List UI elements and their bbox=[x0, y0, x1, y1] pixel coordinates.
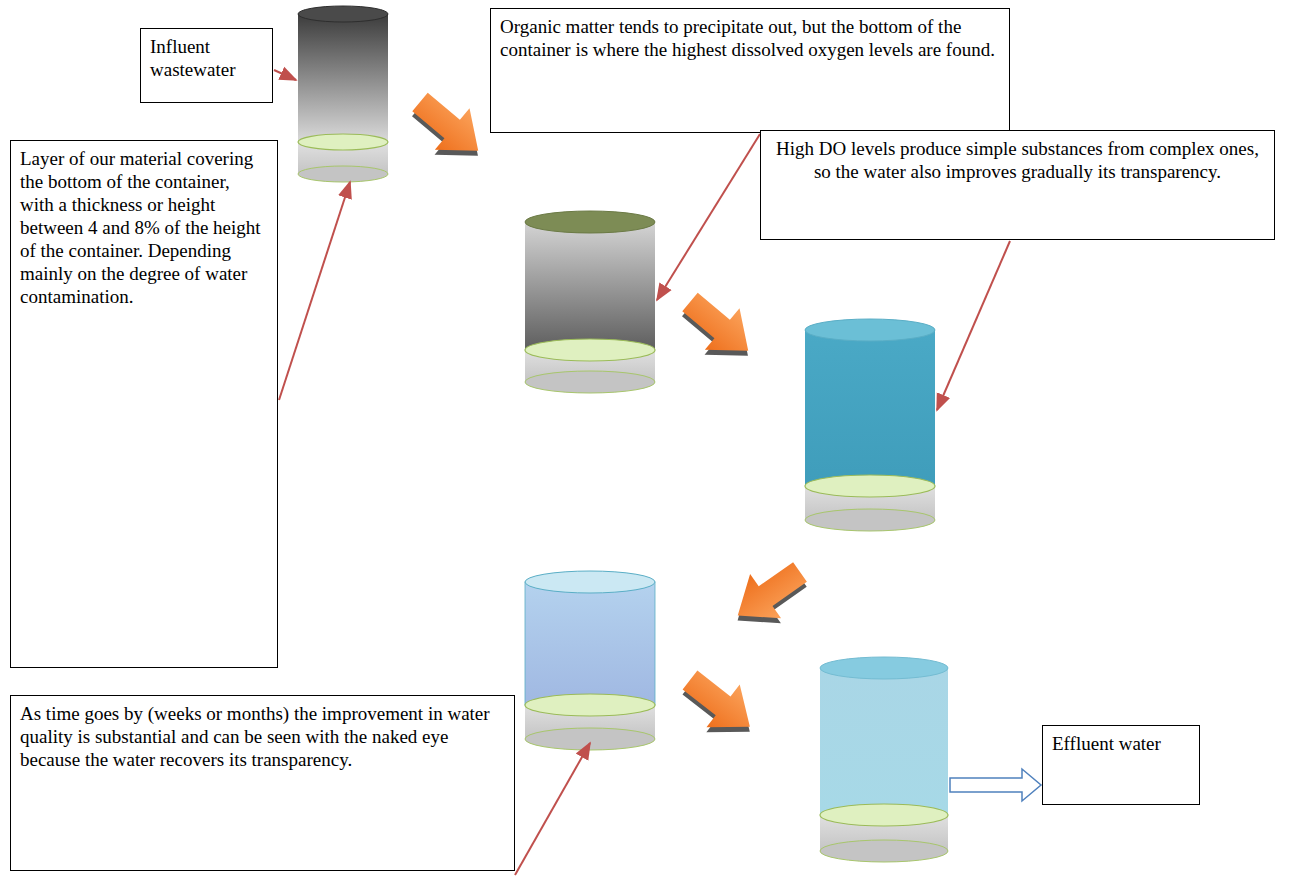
container bbox=[525, 211, 655, 393]
flow-arrow bbox=[671, 659, 769, 753]
flow-arrow bbox=[400, 81, 498, 176]
container bbox=[820, 657, 948, 862]
callout-text: Layer of our material covering the botto… bbox=[20, 147, 268, 308]
callout-text: As time goes by (weeks or months) the im… bbox=[20, 702, 505, 771]
callout-box: Layer of our material covering the botto… bbox=[10, 140, 278, 668]
callout-text: Organic matter tends to precipitate out,… bbox=[500, 15, 1000, 61]
leader-line bbox=[515, 743, 590, 875]
callout-box: High DO levels produce simple substances… bbox=[760, 130, 1275, 240]
callout-box: As time goes by (weeks or months) the im… bbox=[10, 695, 515, 871]
container bbox=[525, 571, 655, 750]
callout-box: Organic matter tends to precipitate out,… bbox=[490, 8, 1010, 133]
source-box: Influent wastewater bbox=[140, 28, 273, 103]
leader-line bbox=[274, 70, 296, 80]
output-box: Effluent water bbox=[1042, 725, 1200, 805]
flow-arrow bbox=[720, 550, 818, 643]
leader-line bbox=[937, 241, 1010, 410]
container bbox=[298, 6, 388, 182]
leader-line bbox=[657, 134, 760, 300]
callout-text: High DO levels produce simple substances… bbox=[770, 137, 1265, 183]
outflow-arrow bbox=[950, 769, 1041, 801]
flow-arrow bbox=[670, 281, 768, 376]
leader-line bbox=[279, 182, 350, 400]
callout-text: Influent wastewater bbox=[150, 35, 263, 81]
callout-text: Effluent water bbox=[1052, 732, 1190, 755]
container bbox=[805, 319, 935, 531]
